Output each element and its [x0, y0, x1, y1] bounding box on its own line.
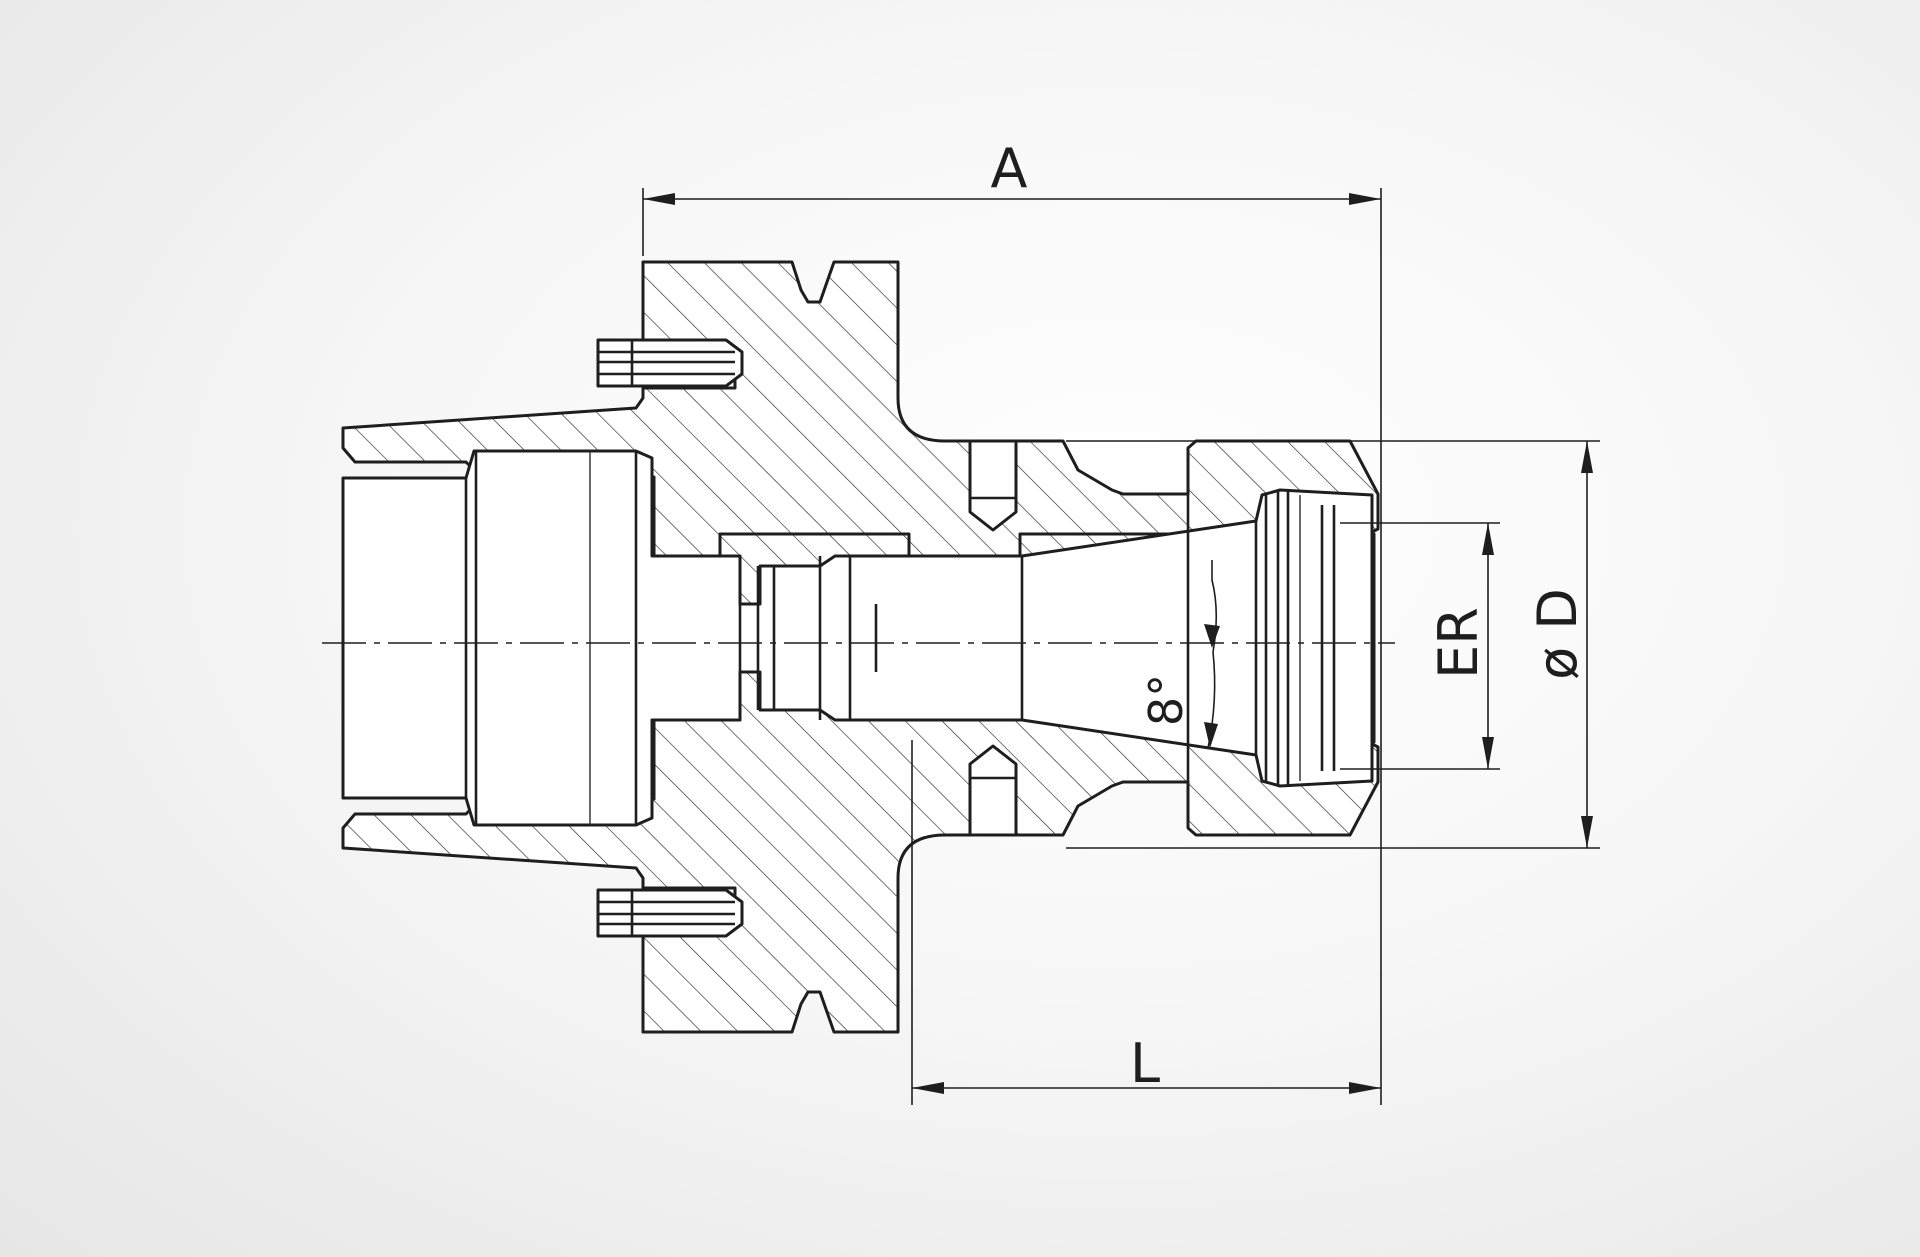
- dimension-d-label: ø D: [1526, 588, 1589, 680]
- dimension-d: [1581, 441, 1593, 848]
- dimension-er-label: ER: [1427, 607, 1490, 679]
- radial-screw-lower: [968, 744, 1018, 837]
- dimension-a-label: A: [991, 137, 1028, 200]
- clamping-nut: [1122, 492, 1190, 784]
- dimension-er: [1482, 523, 1494, 769]
- taper-angle-arc: [1204, 560, 1220, 749]
- taper-angle-label: 8°: [1139, 674, 1193, 726]
- bore-details: [464, 451, 1336, 825]
- dimension-l: [912, 1082, 1381, 1094]
- radial-screw-upper: [968, 439, 1018, 532]
- dimension-a: [643, 193, 1381, 205]
- cross-pin-lower: [596, 888, 744, 938]
- cross-pin-upper: [596, 338, 744, 388]
- dimension-l-label: L: [1130, 1032, 1160, 1095]
